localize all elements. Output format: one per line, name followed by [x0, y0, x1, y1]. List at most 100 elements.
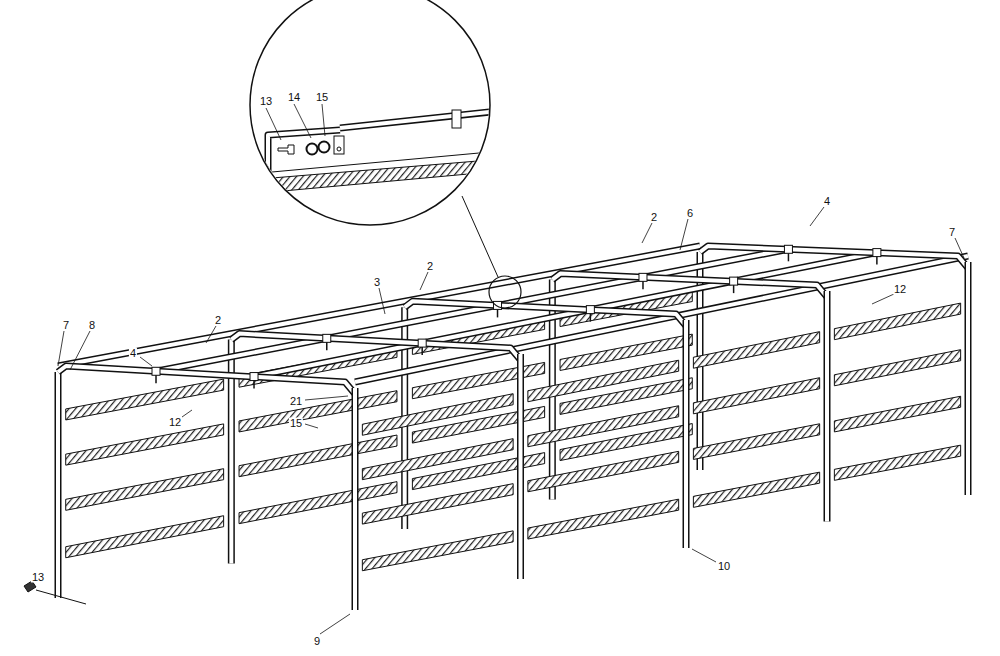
- detail-edge: [272, 152, 490, 172]
- far-slat: [66, 424, 224, 465]
- roof-bow-inner: [405, 301, 686, 326]
- bolt-axis: [36, 590, 86, 604]
- callout-number: 8: [88, 320, 96, 331]
- far-post-inner: [56, 372, 60, 598]
- callout-number: 7: [62, 320, 70, 331]
- roof-bow: [58, 366, 355, 394]
- callout-number: 9: [313, 636, 321, 647]
- bracket: [730, 277, 738, 285]
- near-slat: [834, 303, 960, 340]
- callout-number: 10: [717, 561, 731, 572]
- detail-leader: [462, 196, 498, 277]
- callout-number: 13: [31, 572, 45, 583]
- leader-line: [680, 219, 688, 250]
- callout-number: 2: [214, 315, 222, 326]
- callout-number: 13: [259, 96, 273, 107]
- detail-marker: [489, 276, 521, 308]
- callout-number: 12: [168, 417, 182, 428]
- leader-line: [420, 272, 428, 290]
- detail-content: [268, 110, 490, 240]
- callout-number: 7: [948, 227, 956, 238]
- hook: [876, 257, 878, 265]
- hook: [590, 314, 592, 322]
- near-slat: [528, 360, 679, 402]
- bracket: [334, 136, 344, 154]
- roof-bow-inner: [58, 366, 355, 394]
- near-post-inner: [684, 320, 688, 548]
- near-slat: [693, 424, 819, 460]
- near-slat: [834, 445, 960, 480]
- roof-rail-inner: [355, 256, 968, 382]
- bolt: [24, 581, 36, 592]
- near-slat: [528, 451, 679, 491]
- leader-line: [872, 294, 894, 304]
- hook: [155, 375, 157, 383]
- near-post-inner: [825, 291, 829, 521]
- bracket: [873, 249, 881, 257]
- detail-view: [250, 0, 490, 225]
- near-post-inner: [966, 262, 970, 495]
- leader-line: [692, 549, 716, 562]
- near-slat: [362, 484, 513, 524]
- hole: [337, 147, 341, 151]
- leader-line: [642, 223, 652, 243]
- leader-line: [182, 410, 192, 417]
- leader-line: [320, 614, 350, 634]
- bracket: [452, 110, 461, 128]
- near-post: [517, 354, 524, 579]
- roof-bow: [552, 274, 827, 297]
- bolt: [278, 145, 294, 154]
- bracket: [784, 245, 792, 253]
- hook: [733, 285, 735, 293]
- washer: [307, 144, 318, 155]
- leader-line: [140, 357, 152, 366]
- near-slat: [693, 378, 819, 414]
- bracket: [586, 306, 594, 314]
- roof-bow-inner: [231, 334, 520, 360]
- hook: [253, 381, 255, 389]
- frame: [24, 0, 968, 634]
- callout-number: 12: [893, 284, 907, 295]
- leader-line: [70, 331, 90, 370]
- callout-number: 4: [129, 348, 137, 359]
- far-post: [55, 372, 62, 598]
- roof-bow-inner: [552, 274, 827, 297]
- callout-number: 3: [373, 277, 381, 288]
- callout-number: 2: [650, 212, 658, 223]
- bracket: [639, 273, 647, 281]
- callout-number: 14: [287, 92, 301, 103]
- callout-number: 2: [426, 261, 434, 272]
- near-slat: [834, 396, 960, 432]
- leader-line: [58, 331, 64, 366]
- roof-rail: [254, 253, 877, 377]
- bracket: [494, 301, 502, 309]
- leader-line: [305, 424, 318, 428]
- roof-bow: [405, 301, 686, 326]
- leader-line: [955, 238, 964, 258]
- near-slat: [528, 499, 679, 539]
- near-slat: [362, 531, 513, 571]
- leader-line: [266, 108, 281, 140]
- hook: [421, 347, 423, 355]
- near-post: [352, 388, 359, 610]
- near-slat: [834, 350, 960, 386]
- callout-number: 15: [289, 418, 303, 429]
- far-slat: [66, 469, 224, 511]
- bracket: [418, 339, 426, 347]
- callout-number: 4: [823, 196, 831, 207]
- roof-rail-inner: [254, 253, 877, 377]
- callout-number: 21: [289, 396, 303, 407]
- detail-rail-inner: [340, 112, 490, 128]
- near-slat: [528, 406, 679, 447]
- leader-line: [379, 288, 385, 314]
- leader-line: [305, 396, 348, 400]
- near-post: [824, 291, 831, 521]
- bracket: [323, 334, 331, 342]
- roof-bow: [231, 334, 520, 360]
- near-post: [965, 262, 972, 495]
- leader-line: [294, 104, 311, 138]
- far-slat: [66, 516, 224, 558]
- roof-bow: [700, 246, 968, 268]
